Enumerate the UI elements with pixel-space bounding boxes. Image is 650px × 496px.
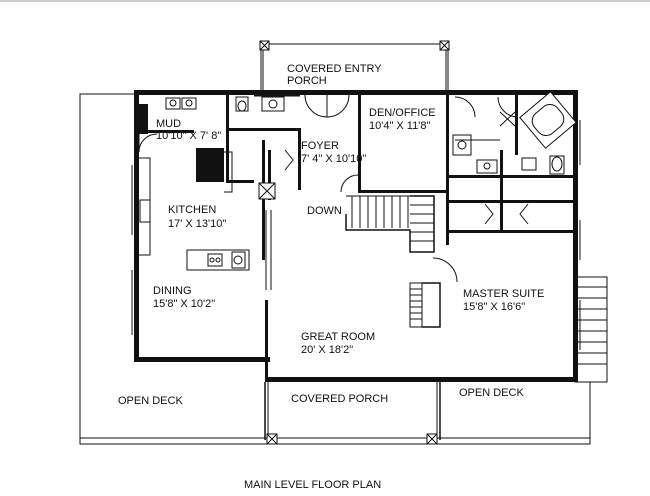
kitchen-label: KITCHEN <box>168 204 216 216</box>
kitchen-counters <box>139 151 276 271</box>
dining-label: DINING <box>153 285 192 297</box>
plan-caption: MAIN LEVEL FLOOR PLAN <box>244 479 381 491</box>
door-swings <box>138 94 519 283</box>
interior-stairs <box>345 195 435 253</box>
windows <box>131 91 581 350</box>
mud-dims: 10'10" X 7' 8" <box>156 130 221 142</box>
exterior-walls <box>134 90 578 382</box>
foyer-label: FOYER <box>301 140 339 152</box>
interior-walls <box>134 95 573 260</box>
covered-porch-label: COVERED PORCH <box>291 393 388 405</box>
covered-porch-outline <box>264 382 441 445</box>
closet-doors <box>284 149 529 225</box>
master-suite-dims: 15'8" X 16'6" <box>463 301 525 313</box>
den-office-label: DEN/OFFICE <box>369 107 436 119</box>
den-office-dims: 10'4" X 11'8" <box>369 120 430 132</box>
open-deck-right-label: OPEN DECK <box>459 387 524 399</box>
master-suite-label: MASTER SUITE <box>463 288 544 300</box>
great-room-label: GREAT ROOM <box>301 331 375 343</box>
master-bath-fixtures <box>452 91 577 175</box>
covered-entry-porch-label-2: PORCH <box>287 75 327 87</box>
mud-label: MUD <box>156 118 181 130</box>
dining-dims: 15'8" X 10'2" <box>153 298 215 310</box>
open-deck-left-label: OPEN DECK <box>118 395 183 407</box>
covered-entry-porch-label-1: COVERED ENTRY <box>287 63 382 75</box>
fireplace <box>409 282 441 328</box>
kitchen-dims: 17' X 13'10" <box>168 218 226 230</box>
mud-fixtures <box>165 96 285 112</box>
stairs-down-label: DOWN <box>307 205 342 217</box>
foyer-dims: 7' 4" X 10'10" <box>301 153 366 165</box>
great-room-dims: 20' X 18'2" <box>301 344 353 356</box>
